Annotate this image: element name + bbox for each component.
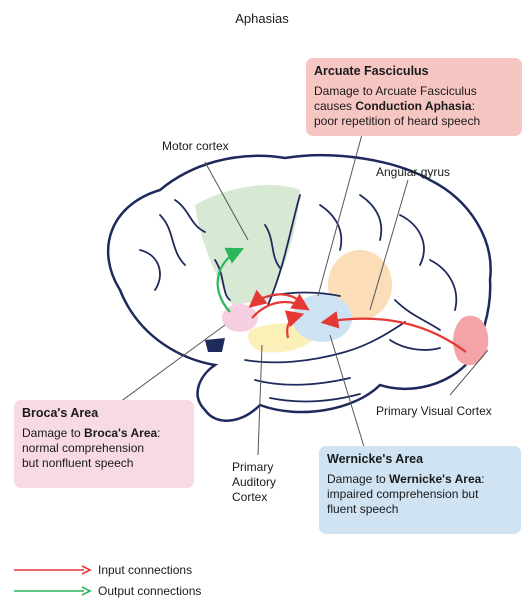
primary-auditory-cortex-label: Primary Auditory Cortex (232, 460, 302, 505)
legend-input-label: Input connections (98, 563, 192, 577)
legend-output-label: Output connections (98, 584, 201, 598)
input-arrow-icon (12, 564, 92, 576)
output-arrow-icon (12, 585, 92, 597)
motor-cortex-label: Motor cortex (162, 139, 229, 154)
arcuate-line2: causes Conduction Aphasia: (314, 99, 514, 114)
wernicke-line2: impaired comprehension but (327, 487, 513, 502)
wernicke-line1: Damage to Wernicke's Area: (327, 472, 513, 487)
angular-gyrus-label: Angular gyrus (376, 165, 450, 180)
temporal-pole-shadow (205, 338, 225, 352)
wernicke-heading: Wernicke's Area (327, 452, 513, 466)
wernicke-area-box: Wernicke's Area Damage to Wernicke's Are… (319, 446, 521, 534)
primary-auditory-cortex-line3: Cortex (232, 490, 302, 505)
broca-line2: normal comprehension (22, 441, 186, 456)
wernicke-line3: fluent speech (327, 502, 513, 517)
primary-auditory-cortex-line2: Auditory (232, 475, 302, 490)
visual-cortex-region (453, 316, 488, 365)
broca-heading: Broca's Area (22, 406, 186, 420)
legend-input: Input connections (12, 561, 192, 579)
arcuate-line3: poor repetition of heard speech (314, 114, 514, 129)
wernicke-body: Damage to Wernicke's Area: impaired comp… (327, 472, 513, 517)
primary-visual-cortex-label: Primary Visual Cortex (376, 404, 492, 419)
broca-body: Damage to Broca's Area: normal comprehen… (22, 426, 186, 471)
arcuate-fasciculus-box: Arcuate Fasciculus Damage to Arcuate Fas… (306, 58, 522, 136)
broca-line1: Damage to Broca's Area: (22, 426, 186, 441)
arcuate-body: Damage to Arcuate Fasciculus causes Cond… (314, 84, 514, 129)
legend-output: Output connections (12, 582, 201, 600)
arcuate-heading: Arcuate Fasciculus (314, 64, 514, 78)
broca-area-box: Broca's Area Damage to Broca's Area: nor… (14, 400, 194, 488)
primary-auditory-cortex-line1: Primary (232, 460, 302, 475)
broca-line3: but nonfluent speech (22, 456, 186, 471)
arcuate-line1: Damage to Arcuate Fasciculus (314, 84, 514, 99)
